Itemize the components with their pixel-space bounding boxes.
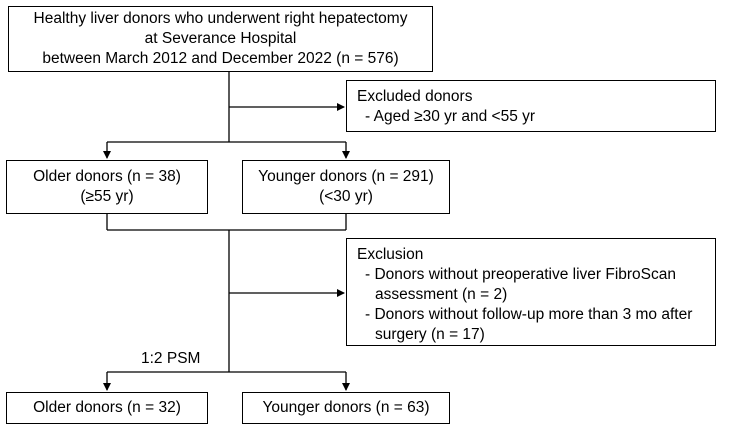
excluded-donors-item: - Aged ≥30 yr and <55 yr — [365, 108, 536, 125]
exclusion-title: Exclusion — [357, 246, 424, 263]
source-line3: between March 2012 and December 2022 (n … — [42, 50, 399, 67]
younger-pre-line2: (<30 yr) — [319, 188, 373, 205]
older-donors-post-box: Older donors (n = 32) — [6, 392, 208, 424]
younger-donors-pre-box: Younger donors (n = 291) (<30 yr) — [242, 160, 450, 214]
source-line1: Healthy liver donors who underwent right… — [33, 10, 408, 27]
exclusion-box: Exclusion - Donors without preoperative … — [346, 238, 716, 346]
exclusion-item-fibroscan: - Donors without preoperative liver Fibr… — [365, 266, 676, 303]
excluded-donors-box: Excluded donors - Aged ≥30 yr and <55 yr — [346, 80, 716, 132]
source-box: Healthy liver donors who underwent right… — [8, 6, 433, 72]
source-line2: at Severance Hospital — [144, 30, 297, 47]
exclusion-item-followup: - Donors without follow-up more than 3 m… — [365, 306, 693, 343]
excluded-donors-title: Excluded donors — [357, 88, 473, 105]
psm-label: 1:2 PSM — [141, 350, 201, 367]
older-pre-line1: Older donors (n = 38) — [33, 168, 181, 185]
older-pre-line2: (≥55 yr) — [80, 188, 134, 205]
older-post-label: Older donors (n = 32) — [33, 399, 181, 416]
older-donors-pre-box: Older donors (n = 38) (≥55 yr) — [6, 160, 208, 214]
younger-pre-line1: Younger donors (n = 291) — [258, 168, 434, 185]
younger-donors-post-box: Younger donors (n = 63) — [242, 392, 450, 424]
younger-post-label: Younger donors (n = 63) — [262, 399, 430, 416]
